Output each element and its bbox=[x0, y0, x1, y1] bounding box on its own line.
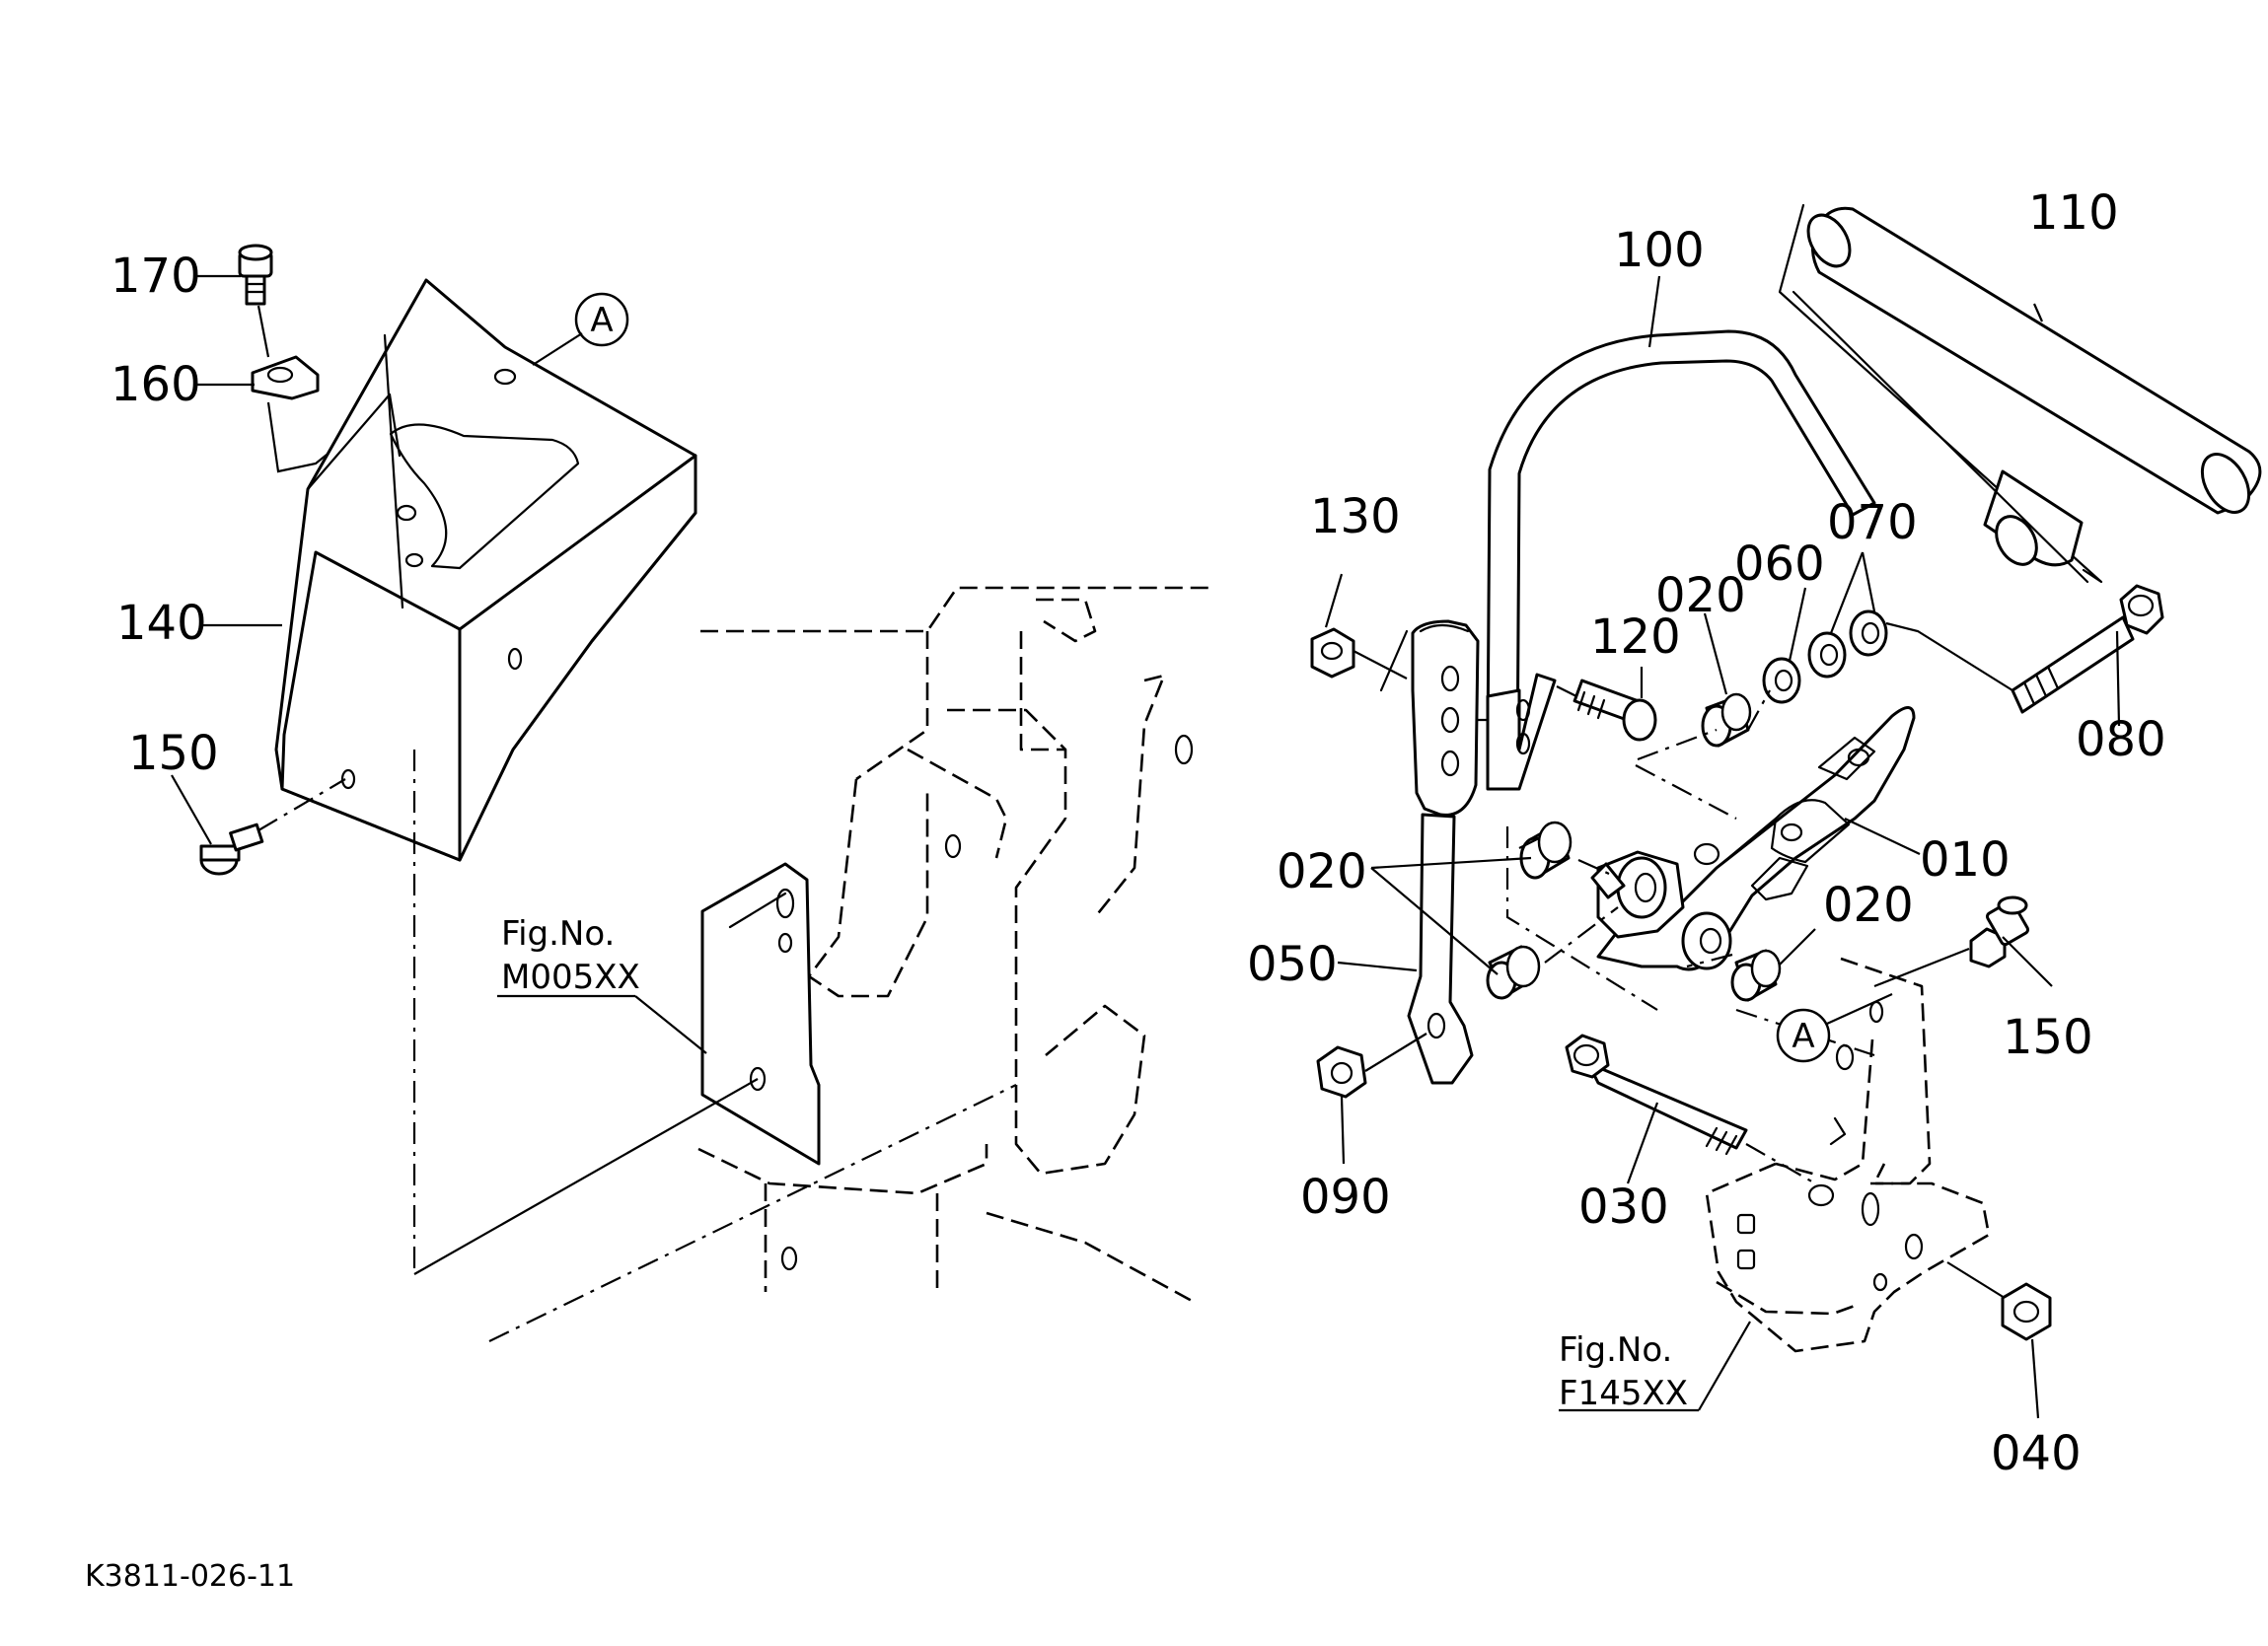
grip-110 bbox=[1778, 203, 2262, 584]
bushing-020-top bbox=[1701, 692, 1752, 748]
label-010: 010 bbox=[1920, 832, 2011, 888]
bushing-020-lower-left bbox=[1486, 945, 1541, 1000]
washer-060 bbox=[1762, 657, 1801, 704]
washer-070-b bbox=[1849, 609, 1888, 657]
svg-text:A: A bbox=[590, 301, 613, 340]
label-140: 140 bbox=[116, 596, 207, 651]
bolt-150-left bbox=[199, 823, 264, 876]
label-150-right: 150 bbox=[2003, 1010, 2093, 1065]
fig-ref-right-code: F145XX bbox=[1559, 1374, 1688, 1413]
label-100: 100 bbox=[1614, 223, 1705, 278]
label-090: 090 bbox=[1300, 1170, 1391, 1225]
fig-ref-right-caption: Fig.No. bbox=[1559, 1330, 1672, 1370]
label-030: 030 bbox=[1578, 1180, 1669, 1235]
nut-040 bbox=[2001, 1282, 2052, 1341]
bracket-m005xx bbox=[700, 862, 821, 1166]
clip-160 bbox=[251, 355, 320, 400]
label-150-left: 150 bbox=[128, 726, 219, 781]
bolt-120 bbox=[1573, 679, 1657, 742]
handle-100 bbox=[1468, 329, 1876, 791]
fig-ref-left-code: M005XX bbox=[501, 958, 640, 997]
cover-140 bbox=[274, 278, 697, 862]
label-040: 040 bbox=[1991, 1426, 2082, 1481]
label-120: 120 bbox=[1590, 609, 1681, 665]
label-110: 110 bbox=[2028, 185, 2119, 241]
bracket-f145xx bbox=[1705, 957, 1991, 1353]
bolt-080 bbox=[2011, 584, 2164, 714]
svg-text:A: A bbox=[1792, 1017, 1814, 1056]
bolt-150-right bbox=[1969, 895, 2030, 968]
washer-070-a bbox=[1807, 631, 1847, 679]
label-070: 070 bbox=[1827, 495, 1918, 550]
pedal-arm-010 bbox=[1590, 706, 1916, 971]
drawing-code: K3811-026-11 bbox=[85, 1559, 295, 1594]
ref-marker-a-left: A bbox=[574, 292, 629, 347]
fig-ref-left-caption: Fig.No. bbox=[501, 914, 615, 954]
label-020-left: 020 bbox=[1277, 844, 1367, 899]
label-020-top: 020 bbox=[1655, 568, 1746, 623]
chassis-frame bbox=[697, 586, 1213, 1304]
bolt-170 bbox=[238, 244, 273, 306]
bolt-030 bbox=[1565, 1034, 1748, 1156]
label-060: 060 bbox=[1734, 537, 1825, 592]
nut-130 bbox=[1310, 627, 1355, 679]
label-130: 130 bbox=[1310, 489, 1401, 544]
label-160: 160 bbox=[110, 357, 201, 412]
bushing-020-right bbox=[1730, 949, 1782, 1002]
label-080: 080 bbox=[2076, 712, 2166, 767]
label-050: 050 bbox=[1247, 937, 1338, 992]
ref-marker-a-right: A bbox=[1776, 1008, 1831, 1063]
nut-090 bbox=[1316, 1045, 1367, 1099]
lever-050 bbox=[1379, 619, 1480, 1085]
bushing-020-upper-left bbox=[1519, 821, 1573, 880]
label-020-right: 020 bbox=[1823, 878, 1914, 933]
label-170: 170 bbox=[110, 249, 201, 304]
